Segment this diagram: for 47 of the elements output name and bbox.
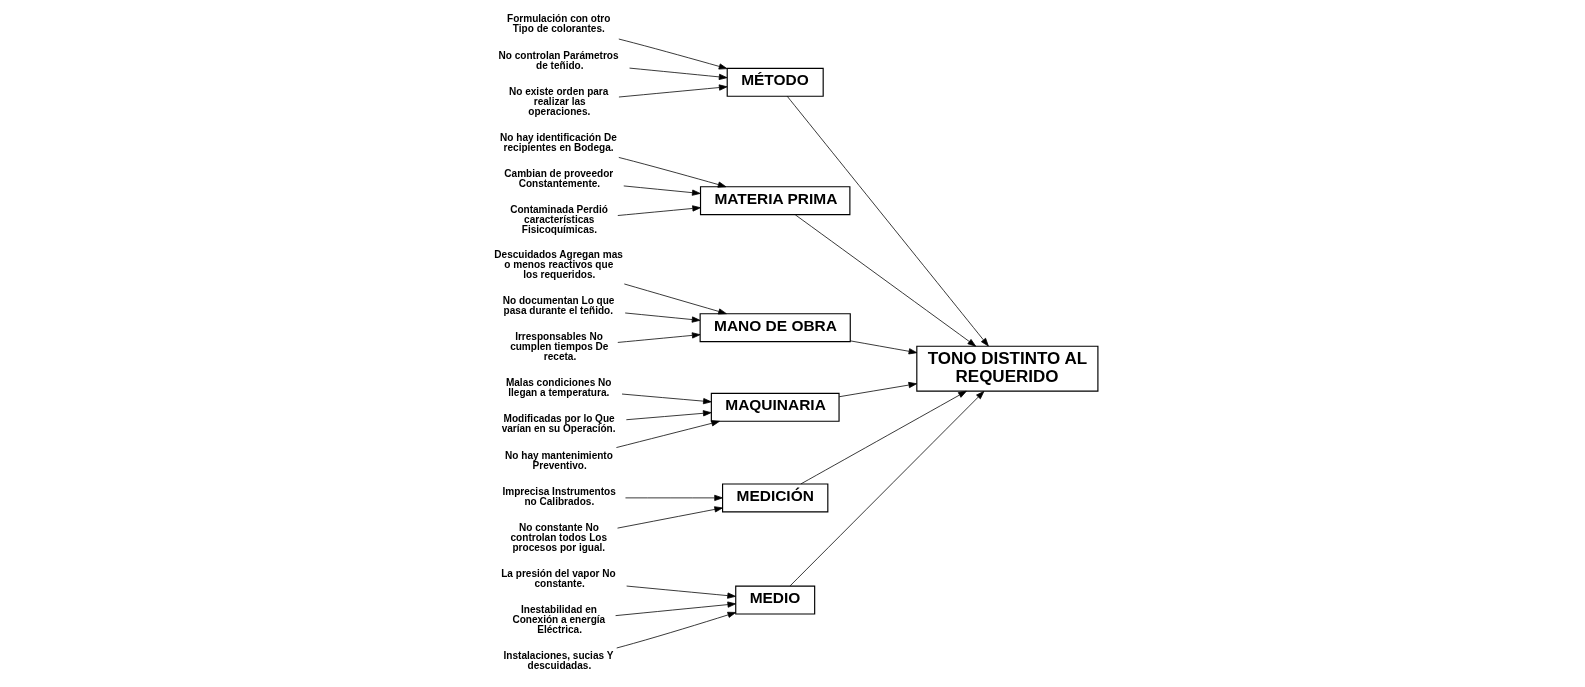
arrow bbox=[615, 420, 720, 448]
arrow bbox=[800, 390, 967, 485]
arrow bbox=[621, 393, 712, 405]
arrow bbox=[617, 157, 726, 188]
arrow bbox=[625, 585, 736, 599]
arrow bbox=[624, 494, 723, 501]
node-text: No documentan Lo que pasa durante el teñido. bbox=[502, 294, 614, 317]
arrow bbox=[624, 312, 700, 323]
node-text: No controlan Parámetros de teñido. bbox=[498, 49, 619, 71]
arrow bbox=[622, 185, 701, 196]
node-box: MATERIA PRIMA bbox=[699, 186, 850, 216]
arrow bbox=[616, 506, 723, 529]
arrow bbox=[617, 38, 727, 70]
node-box: MAQUINARIA bbox=[710, 392, 840, 422]
node-text: Contaminada Perdió características Fisicoquímicas. bbox=[509, 204, 608, 236]
node-text: Modificadas por lo Que varían en su Operación. bbox=[501, 413, 616, 435]
node-box: TONO DISTINTO AL REQUERIDO bbox=[915, 345, 1098, 392]
arrow bbox=[838, 381, 917, 398]
arrow bbox=[849, 340, 917, 355]
node-text: Inestabilidad en Conexión a energía Eléctrica. bbox=[511, 604, 605, 636]
node-text: No constante No controlan todos Los procesos por igual. bbox=[510, 522, 607, 554]
arrow bbox=[786, 95, 989, 347]
node-text: No hay mantenimiento Preventivo. bbox=[504, 449, 613, 471]
arrow bbox=[625, 410, 711, 421]
arrow bbox=[628, 67, 727, 80]
node-box: MEDICIÓN bbox=[721, 483, 828, 513]
node-text: Malas condiciones No llegan a temperatura. bbox=[505, 376, 611, 399]
arrow bbox=[616, 332, 700, 343]
node-box: MANO DE OBRA bbox=[699, 313, 851, 343]
arrow bbox=[618, 84, 727, 98]
arrow bbox=[616, 205, 701, 216]
arrow bbox=[614, 601, 736, 616]
node-box: MÉTODO bbox=[726, 67, 824, 97]
node-text: Formulación con otro Tipo de colorantes. bbox=[506, 13, 610, 35]
arrow bbox=[789, 391, 984, 587]
node-text: Imprecisa Instrumentos no Calibrados. bbox=[501, 486, 616, 508]
node-text: No hay identificación De recipientes en Bodega. bbox=[499, 131, 617, 153]
node-box: MEDIO bbox=[734, 585, 815, 615]
node-text: Cambian de proveedor Constantemente. bbox=[503, 168, 613, 190]
node-text: No existe orden para realizar las operaciones. bbox=[508, 85, 608, 117]
arrow bbox=[623, 283, 727, 315]
node-text: Instalaciones, sucias Y descuidadas. bbox=[503, 650, 613, 672]
node-text: Descuidados Agregan mas o menos reactivos que los requeridos. bbox=[493, 248, 623, 281]
node-text: La presión del vapor No constante. bbox=[500, 568, 616, 590]
arrow bbox=[794, 214, 976, 347]
node-text: Irresponsables No cumplen tiempos De receta. bbox=[509, 330, 608, 363]
arrow bbox=[615, 611, 736, 649]
